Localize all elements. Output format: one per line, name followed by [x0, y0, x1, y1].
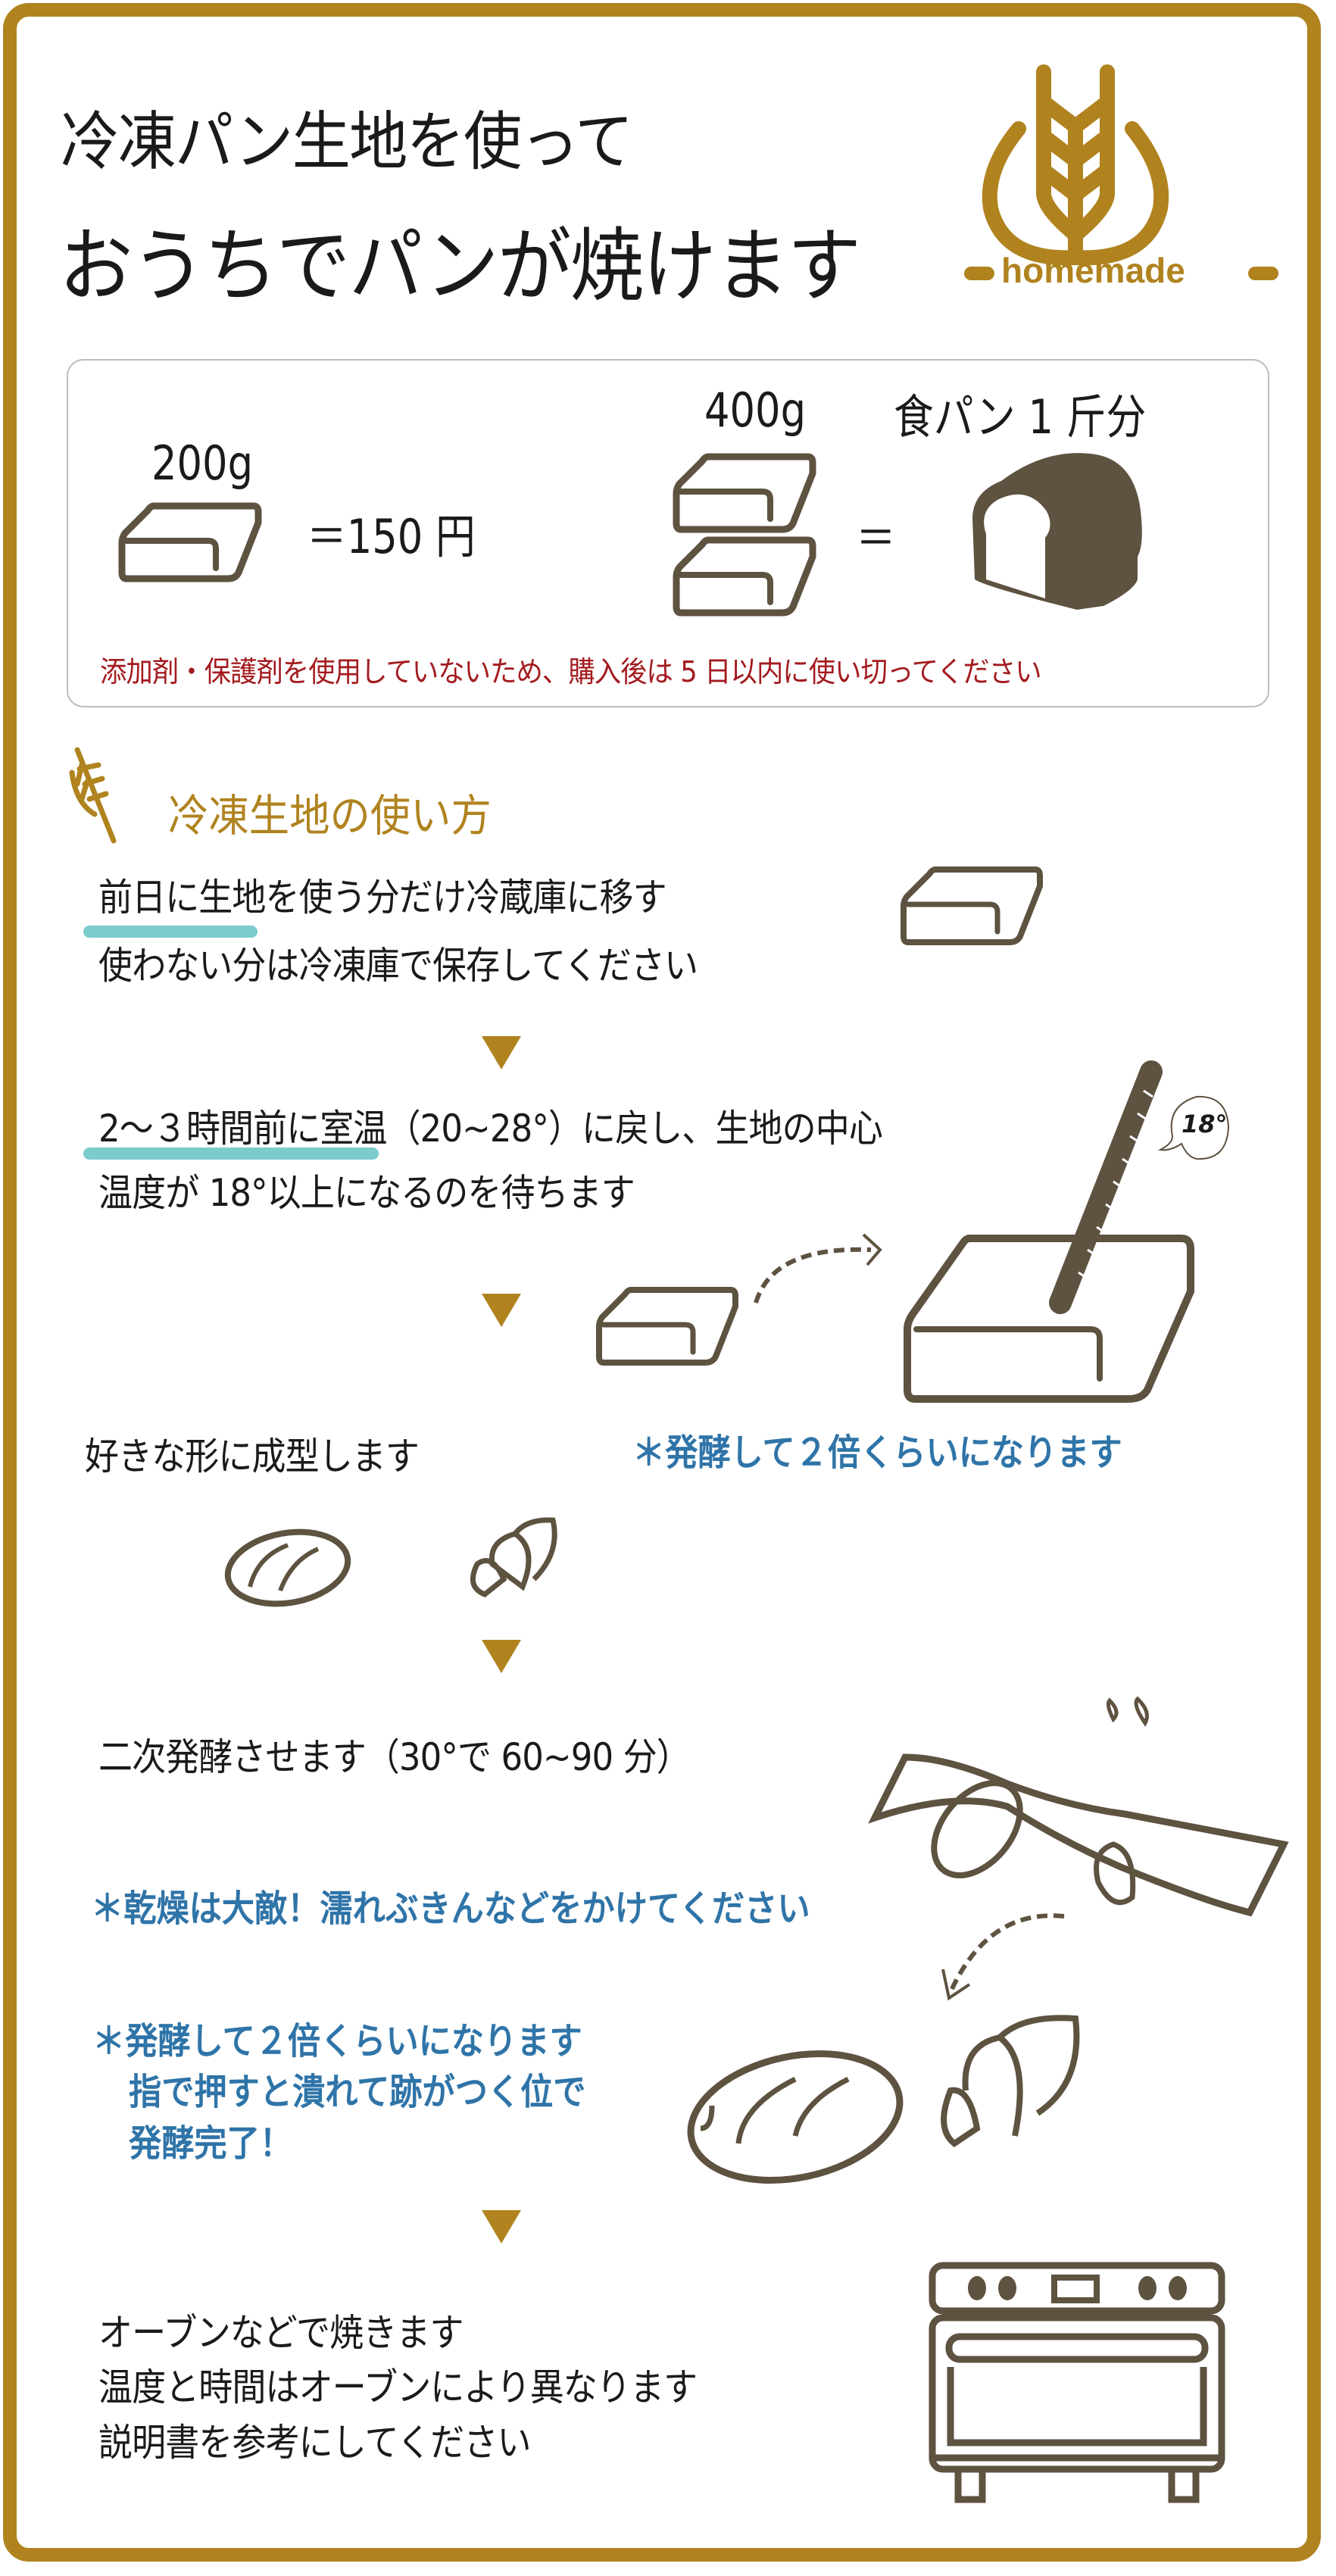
wheat-logo-icon: [982, 64, 1169, 266]
bread-loaf-label: 食パン 1 斤分: [894, 389, 1147, 445]
dashed-arrow-icon: [941, 1913, 1065, 2001]
step-arrow-icon: [482, 1036, 521, 1069]
baguette-icon: [224, 1528, 351, 1607]
small-weight-label: 200g: [151, 436, 254, 491]
section-heading: 冷凍生地の使い方: [168, 790, 492, 841]
step2-underline: [83, 1147, 379, 1160]
dough-block-icon: [596, 1287, 738, 1366]
step1-underline: [83, 926, 258, 938]
bread-loaf-icon: [972, 453, 1142, 610]
step5-line3: 説明書を参考にしてください: [98, 2421, 531, 2465]
dough-block-icon: [901, 866, 1043, 945]
baguette-icon: [687, 2050, 904, 2184]
logo-dash-left: [964, 267, 994, 280]
croissant-icon: [470, 1517, 557, 1598]
step2-line1: 2～３時間前に室温（20~28°）に戻し、生地の中心: [98, 1107, 883, 1151]
wheat-icon: [69, 747, 117, 844]
step1-line1: 前日に生地を使う分だけ冷蔵庫に移す: [98, 876, 667, 920]
step-arrow-icon: [482, 2210, 521, 2243]
step5-line2: 温度と時間はオーブンにより異なります: [98, 2365, 698, 2409]
warning-text: 添加剤・保護剤を使用していないため、購入後は 5 日以内に使い切ってください: [100, 655, 1042, 688]
small-price-label: ＝150 円: [307, 509, 476, 564]
dough-block-icon: [118, 502, 262, 582]
step4-note: ＊乾燥は大敵！濡れぶきんなどをかけてください: [91, 1888, 810, 1930]
thermometer-icon: [1049, 1060, 1163, 1314]
step4-note2-line3: 発酵完了！: [129, 2122, 293, 2165]
title-line1: 冷凍パン生地を使って: [61, 105, 633, 179]
step3-note: ＊発酵して２倍くらいになります: [632, 1432, 1122, 1474]
equals-sign: ＝: [856, 511, 896, 566]
title-line2: おうちでパンが焼けます: [59, 220, 861, 313]
step-arrow-icon: [482, 1294, 521, 1327]
logo-dash-right: [1248, 267, 1278, 280]
risen-dough-icon: [904, 1235, 1194, 1403]
step1-line2: 使わない分は冷凍庫で保存してください: [98, 944, 698, 988]
dough-block-icon: [673, 453, 816, 533]
step2-line2: 温度が 18°以上になるのを待ちます: [98, 1171, 635, 1215]
step4-note2-line1: ＊発酵して２倍くらいになります: [92, 2020, 582, 2062]
page-frame: [3, 3, 1321, 2562]
step3-line1: 好きな形に成型します: [85, 1435, 420, 1478]
step-arrow-icon: [482, 1640, 521, 1673]
step4-note2-line2: 指で押すと潰れて跡がつく位で: [129, 2071, 586, 2113]
speech-bubble-icon: [1157, 1095, 1230, 1160]
croissant-icon: [941, 2015, 1080, 2147]
large-weight-label: 400g: [704, 382, 807, 438]
dashed-arrow-icon: [754, 1233, 882, 1304]
logo-text: homemade: [1001, 251, 1185, 290]
cloth-cover-icon: [868, 1696, 1289, 1917]
price-info-box: [67, 359, 1269, 707]
oven-icon: [929, 2262, 1225, 2503]
step5-line1: オーブンなどで焼きます: [98, 2311, 464, 2355]
dough-block-icon: [673, 536, 816, 617]
thermometer-reading: 18°: [1181, 1110, 1228, 1138]
step4-line1: 二次発酵させます（30°で 60~90 分）: [98, 1735, 691, 1779]
